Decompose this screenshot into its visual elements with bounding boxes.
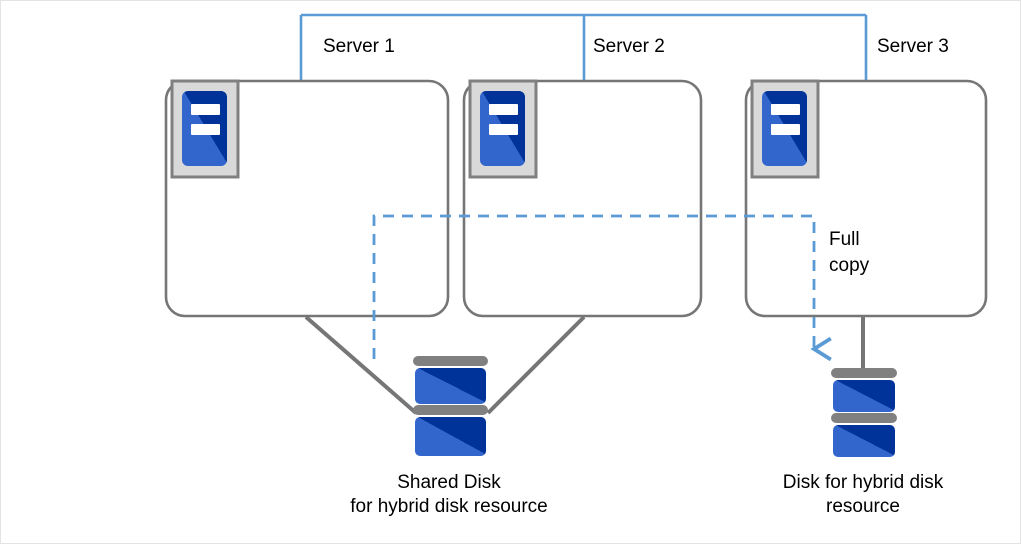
shared-disk-label-line1: Shared Disk	[397, 472, 501, 493]
full-copy-label-line1: Full	[829, 229, 860, 250]
server-label-3: Server 3	[877, 36, 949, 57]
disk-stack-icon-shared	[413, 356, 488, 456]
server-box-2[interactable]	[462, 79, 703, 318]
shared-disk-label-line2: for hybrid disk resource	[350, 496, 548, 517]
server-icon-1	[170, 79, 240, 179]
server-box-3[interactable]	[744, 79, 988, 318]
server-icon-2	[468, 79, 538, 179]
network-bus	[299, 13, 868, 81]
hybrid-disk-label-line2: resource	[826, 496, 900, 517]
shared-disk-connectors	[304, 315, 586, 415]
server-label-2: Server 2	[593, 36, 665, 57]
full-copy-label-line2: copy	[829, 255, 870, 276]
connector-server1-shared-disk	[304, 315, 418, 415]
server-label-1: Server 1	[323, 36, 395, 57]
server-icon-3	[750, 79, 820, 179]
disk-stack-icon-hybrid	[831, 368, 897, 457]
server-box-1[interactable]	[164, 79, 450, 318]
connector-server2-shared-disk	[486, 315, 586, 415]
full-copy-flow-arrow	[372, 214, 832, 362]
hybrid-disk-label-line1: Disk for hybrid disk	[782, 472, 944, 493]
